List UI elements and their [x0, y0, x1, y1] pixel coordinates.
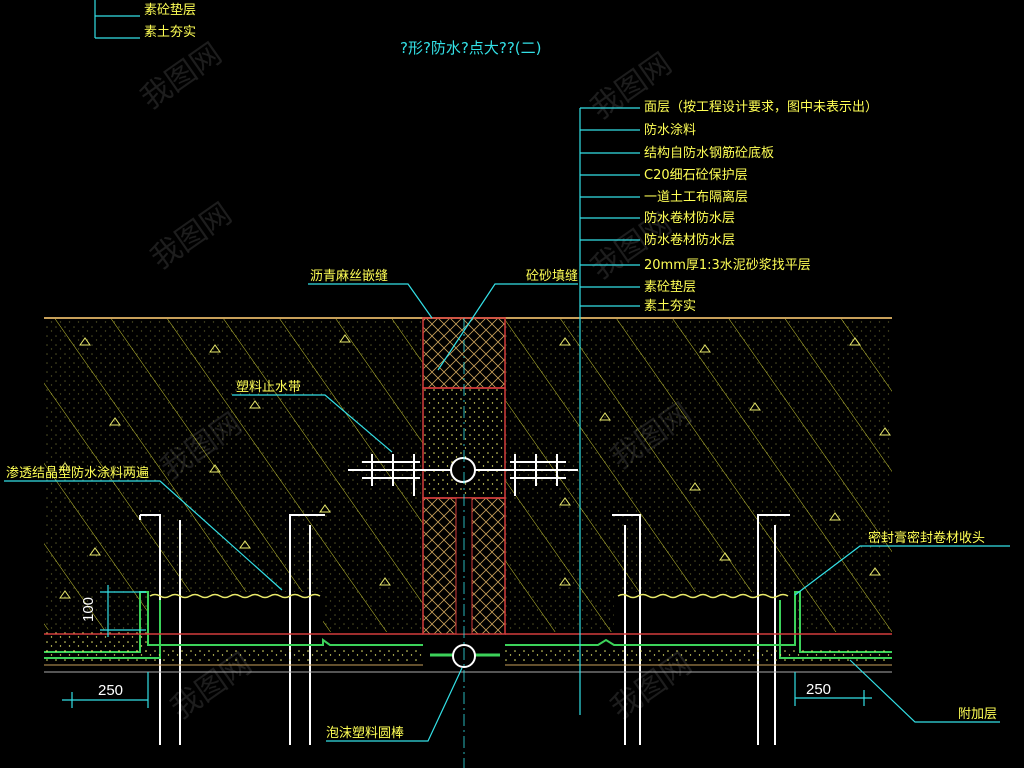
callout-sand-fill: 砼砂填缝 — [437, 269, 578, 371]
label-waterstop: 塑料止水带 — [236, 380, 301, 395]
label-sand-fill: 砼砂填缝 — [526, 269, 578, 284]
dimension-100 — [100, 585, 146, 637]
label-top-left-2: 素土夯实 — [144, 25, 196, 40]
callout-seal-paste: 密封膏密封卷材收头 — [794, 530, 1010, 596]
layer-label-6: 防水卷材防水层 — [644, 210, 735, 226]
layer-label-10: 素土夯实 — [644, 299, 696, 314]
label-seal-paste: 密封膏密封卷材收头 — [868, 530, 985, 546]
layer-labels: 面层（按工程设计要求，图中未表示出） 防水涂料 结构自防水钢筋砼底板 C20细石… — [644, 100, 878, 314]
left-slab — [44, 318, 423, 632]
callout-crystal-coating: 渗透结晶型防水涂料两遍 — [4, 465, 283, 591]
layer-label-8: 20mm厚1:3水泥砂浆找平层 — [644, 258, 811, 273]
right-slab — [505, 318, 892, 632]
dim-250-left: 250 — [98, 682, 123, 699]
label-asphalt-rope: 沥青麻丝嵌缝 — [310, 269, 388, 284]
top-left-labels: 素砼垫层 素土夯实 — [94, 0, 196, 40]
layer-label-9: 素砼垫层 — [644, 279, 696, 295]
callout-foam-rod: 泡沫塑料圆棒 — [326, 667, 463, 742]
layer-leader — [579, 107, 640, 715]
label-foam-rod: 泡沫塑料圆棒 — [326, 726, 404, 741]
drawing-title: ?形?防水?点大??(二) — [400, 39, 542, 57]
layer-label-7: 防水卷材防水层 — [644, 232, 735, 248]
layer-label-4: C20细石砼保护层 — [644, 168, 748, 183]
layer-label-5: 一道土工布隔离层 — [644, 189, 748, 205]
label-extra-layer: 附加层 — [958, 707, 997, 722]
layer-label-2: 防水涂料 — [644, 122, 696, 138]
layer-label-1: 面层（按工程设计要求，图中未表示出） — [644, 100, 878, 115]
callout-waterstop: 塑料止水带 — [232, 380, 393, 453]
rebar — [139, 514, 790, 745]
dim-250-right: 250 — [806, 681, 831, 698]
membrane-wave — [149, 593, 789, 599]
waterstop — [348, 454, 578, 496]
dim-height-100: 100 — [80, 597, 97, 622]
dimension-250-left — [62, 672, 149, 708]
base-layers — [44, 632, 892, 673]
dimension-250-right — [794, 672, 872, 706]
callout-extra-layer: 附加层 — [849, 659, 1000, 723]
callout-asphalt-rope: 沥青麻丝嵌缝 — [308, 269, 433, 319]
watermark: 我图网 — [135, 36, 229, 116]
layer-label-3: 结构自防水钢筋砼底板 — [644, 145, 774, 161]
aggregate-marks — [59, 334, 891, 599]
watermark: 我图网 — [145, 196, 239, 276]
label-top-left-1: 素砼垫层 — [144, 2, 196, 18]
label-crystal-coating: 渗透结晶型防水涂料两遍 — [6, 465, 149, 481]
